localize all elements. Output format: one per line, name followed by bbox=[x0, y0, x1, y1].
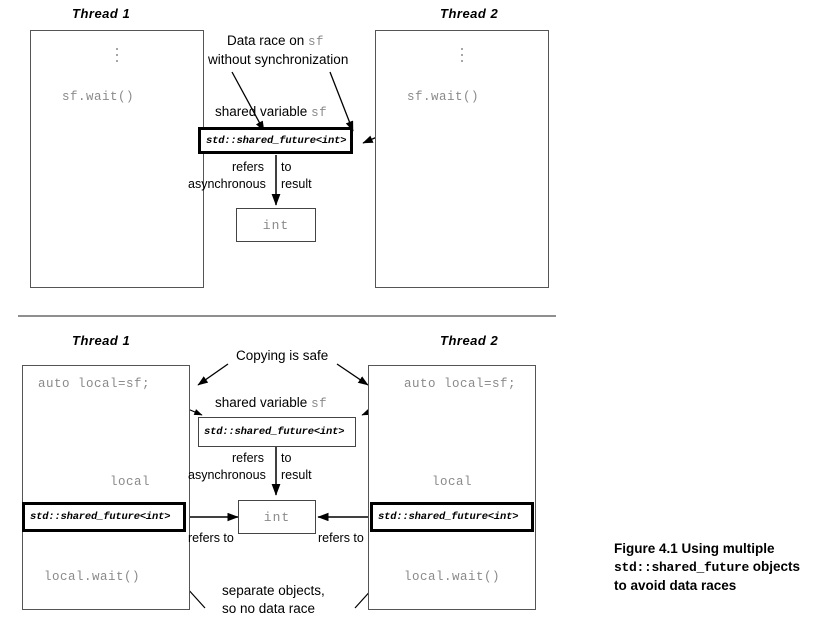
bottom-refers-left: refers bbox=[232, 451, 264, 465]
top-thread1-box bbox=[30, 30, 204, 288]
top-shared-future-box: std::shared_future<int> bbox=[198, 127, 353, 154]
top-race-note-line2: without synchronization bbox=[208, 52, 349, 67]
bottom-shared-future-text-right: std::shared_future<int> bbox=[378, 511, 519, 523]
top-thread2-code: sf.wait() bbox=[407, 90, 480, 104]
bottom-thread1-local-label: local bbox=[110, 475, 151, 489]
bottom-thread1-box bbox=[22, 365, 190, 610]
bottom-thread2-copy-code: auto local=sf; bbox=[404, 377, 517, 391]
bottom-refers-to-right: refers to bbox=[318, 531, 364, 545]
arrow-race-note-left bbox=[231, 71, 265, 132]
bottom-shared-future-box-middle: std::shared_future<int> bbox=[198, 417, 356, 447]
bottom-int-box: int bbox=[238, 500, 316, 534]
figure-caption: Figure 4.1 Using multiple std::shared_fu… bbox=[614, 540, 824, 595]
arrow-copy-note-left bbox=[197, 363, 229, 386]
bottom-thread1-copy-code: auto local=sf; bbox=[38, 377, 151, 391]
arrow-race-note-right bbox=[329, 71, 354, 132]
bottom-separate-note-line1: separate objects, bbox=[222, 583, 325, 598]
top-race-note-line1: Data race on sf bbox=[227, 33, 324, 49]
bottom-thread1-wait-code: local.wait() bbox=[44, 570, 141, 584]
top-race-note-line1-text: Data race on bbox=[227, 33, 309, 48]
bottom-refers-to-left: refers to bbox=[188, 531, 234, 545]
bottom-shared-var-label-text: shared variable bbox=[215, 395, 312, 410]
top-thread2-box bbox=[375, 30, 549, 288]
top-shared-var-sf: sf bbox=[311, 106, 328, 120]
top-shared-future-text: std::shared_future<int> bbox=[206, 134, 347, 147]
bottom-async-right: result bbox=[281, 468, 312, 482]
bottom-int-text: int bbox=[263, 509, 291, 525]
bottom-shared-var-label: shared variable sf bbox=[215, 395, 327, 411]
top-int-box: int bbox=[236, 208, 316, 242]
top-thread1-code: sf.wait() bbox=[62, 90, 135, 104]
bottom-thread1-title: Thread 1 bbox=[72, 333, 131, 348]
bottom-shared-future-box-right: std::shared_future<int> bbox=[370, 502, 534, 532]
top-async-left: asynchronous bbox=[188, 177, 266, 191]
top-thread1-ellipsis bbox=[116, 48, 118, 62]
arrow-copy-note-right bbox=[336, 363, 369, 386]
bottom-thread2-local-label: local bbox=[432, 475, 473, 489]
top-shared-var-label: shared variable sf bbox=[215, 104, 327, 120]
bottom-shared-var-sf: sf bbox=[311, 397, 328, 411]
bottom-shared-future-text-left: std::shared_future<int> bbox=[30, 511, 171, 523]
caption-line-1: Figure 4.1 Using multiple bbox=[614, 541, 775, 556]
caption-line-3: to avoid data races bbox=[614, 578, 737, 593]
top-thread2-title: Thread 2 bbox=[440, 6, 499, 21]
bottom-copy-note: Copying is safe bbox=[236, 348, 329, 363]
bottom-thread2-wait-code: local.wait() bbox=[404, 570, 501, 584]
bottom-shared-future-text-middle: std::shared_future<int> bbox=[204, 426, 345, 438]
top-async-right: result bbox=[281, 177, 312, 191]
bottom-refers-right: to bbox=[281, 451, 292, 465]
top-shared-var-label-text: shared variable bbox=[215, 104, 312, 119]
top-refers-left: refers bbox=[232, 160, 264, 174]
section-divider bbox=[18, 315, 556, 317]
top-thread1-title: Thread 1 bbox=[72, 6, 131, 21]
top-refers-right: to bbox=[281, 160, 292, 174]
caption-line-2-rest: objects bbox=[749, 559, 801, 574]
bottom-separate-note-line2: so no data race bbox=[222, 601, 316, 616]
caption-line-2: std::shared_future objects bbox=[614, 558, 824, 577]
bottom-shared-future-box-left: std::shared_future<int> bbox=[22, 502, 186, 532]
bottom-thread2-title: Thread 2 bbox=[440, 333, 499, 348]
bottom-thread2-box bbox=[368, 365, 536, 610]
caption-line-2-mono: std::shared_future bbox=[614, 560, 750, 575]
bottom-async-left: asynchronous bbox=[188, 468, 266, 482]
top-race-note-sf: sf bbox=[308, 35, 325, 49]
top-thread2-ellipsis bbox=[461, 48, 463, 62]
top-int-text: int bbox=[262, 217, 290, 233]
